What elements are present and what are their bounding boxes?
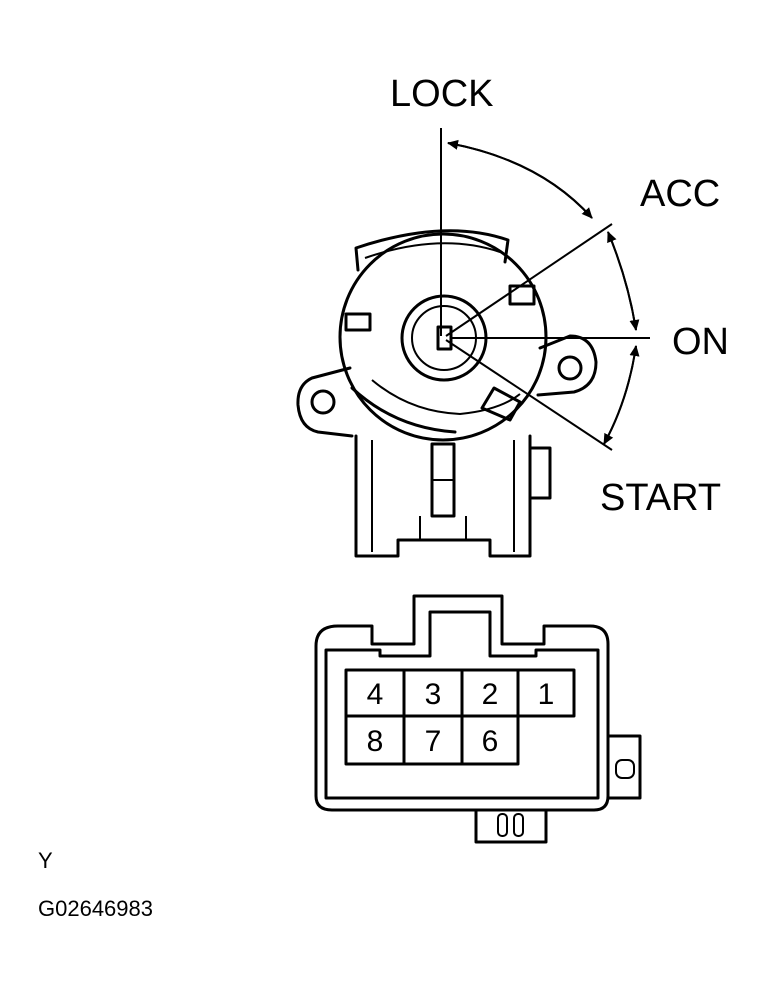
- lock-acc-arrow-end: [447, 142, 593, 219]
- connector-shell: [314, 594, 610, 812]
- acc-on-arrow: [607, 231, 640, 331]
- position-lines: [440, 128, 650, 451]
- pin-number: 7: [425, 725, 442, 758]
- on-start-arrow-end: [603, 345, 640, 445]
- lock-label: LOCK: [390, 73, 493, 115]
- pin-number: 6: [482, 725, 499, 758]
- terminal-cavity: [460, 714, 520, 766]
- on-label: ON: [672, 321, 729, 363]
- rotation-arcs: [447, 139, 640, 445]
- acc-line: [445, 223, 613, 337]
- terminal-cavity: [516, 668, 576, 718]
- start-line: [445, 339, 613, 451]
- terminal-grid: 4 3 2 1 8 7 6: [344, 668, 576, 766]
- view-label: Y: [38, 848, 53, 873]
- acc-label: ACC: [640, 173, 720, 215]
- pin-number: 2: [482, 678, 499, 711]
- acc-on-arrow-end: [607, 231, 637, 331]
- pin-number: 4: [367, 678, 384, 711]
- start-label: START: [600, 477, 721, 519]
- switch-housing-block: [354, 434, 552, 558]
- pin-number: 3: [425, 678, 442, 711]
- connector-bottom-tab: [474, 808, 548, 844]
- ignition-switch: [296, 229, 598, 558]
- mounting-ear-left: [296, 366, 354, 438]
- lock-acc-arrow: [447, 139, 593, 219]
- figure-code: G02646983: [38, 896, 153, 921]
- switch-face: [338, 229, 548, 442]
- pin-number: 8: [367, 725, 384, 758]
- connector-inner-wall: [324, 610, 600, 800]
- connector-side-latch: [606, 734, 642, 800]
- connector: 4 3 2 1 8 7 6: [314, 594, 642, 844]
- pin-number: 1: [538, 678, 555, 711]
- on-start-arrow: [603, 345, 637, 445]
